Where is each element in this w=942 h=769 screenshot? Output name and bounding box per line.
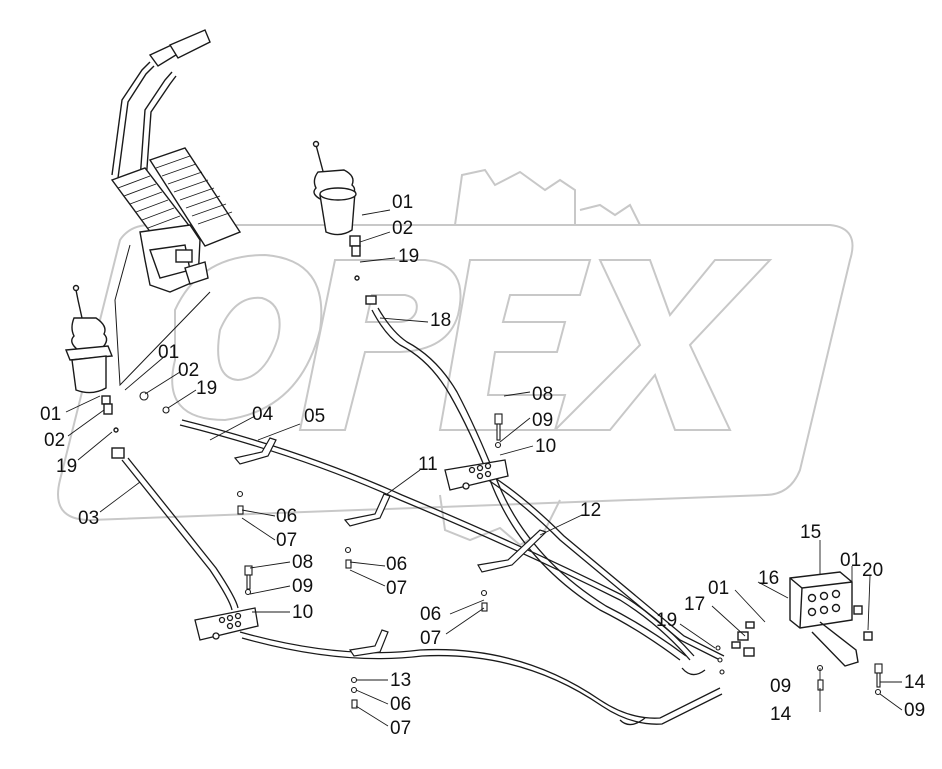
callout-c09b: 09 bbox=[292, 576, 313, 597]
callout-c12: 12 bbox=[580, 500, 601, 521]
callout-c06d: 06 bbox=[390, 694, 411, 715]
callout-c02b: 02 bbox=[178, 360, 199, 381]
callout-c01e: 01 bbox=[708, 578, 729, 599]
callout-c08a: 08 bbox=[532, 384, 553, 405]
callout-c07b: 07 bbox=[386, 578, 407, 599]
callout-c04: 04 bbox=[252, 404, 274, 425]
callout-c01a: 01 bbox=[392, 192, 413, 213]
callout-c09d: 09 bbox=[904, 700, 925, 721]
callout-c14b: 14 bbox=[904, 672, 926, 693]
callout-c20: 20 bbox=[862, 560, 883, 581]
callout-c19b: 19 bbox=[196, 378, 217, 399]
watermark-logo bbox=[57, 168, 854, 547]
callout-labels: 01 02 19 18 01 02 19 04 05 01 02 19 03 0… bbox=[40, 192, 926, 739]
callout-c14a: 14 bbox=[770, 704, 792, 725]
callout-c07a: 07 bbox=[276, 530, 297, 551]
joystick-left bbox=[65, 284, 125, 459]
callout-c06a: 06 bbox=[276, 506, 297, 527]
callout-c03: 03 bbox=[78, 508, 99, 529]
callout-c07c: 07 bbox=[420, 628, 441, 649]
pedal-assembly bbox=[110, 29, 242, 387]
callout-c13: 13 bbox=[390, 670, 411, 691]
callout-c11: 11 bbox=[418, 454, 438, 475]
leader-lines bbox=[65, 209, 903, 727]
callout-c15: 15 bbox=[800, 522, 821, 543]
callout-c09a: 09 bbox=[532, 410, 553, 431]
callout-c10b: 10 bbox=[292, 602, 313, 623]
callout-c10a: 10 bbox=[535, 436, 556, 457]
mounting-blocks bbox=[194, 459, 509, 641]
callout-c01b: 01 bbox=[158, 342, 179, 363]
callout-c19a: 19 bbox=[398, 246, 419, 267]
callout-c02a: 02 bbox=[392, 218, 413, 239]
joystick-center bbox=[312, 140, 377, 305]
callout-c05: 05 bbox=[304, 406, 325, 427]
callout-c19c: 19 bbox=[56, 456, 77, 477]
callout-c08b: 08 bbox=[292, 552, 313, 573]
callout-c01d: 01 bbox=[840, 550, 861, 571]
callout-c02c: 02 bbox=[44, 430, 65, 451]
callout-c07d: 07 bbox=[390, 718, 411, 739]
callout-c16: 16 bbox=[758, 568, 779, 589]
callout-c09c: 09 bbox=[770, 676, 791, 697]
callout-c18: 18 bbox=[430, 310, 451, 331]
valve-block bbox=[731, 571, 873, 667]
hydraulic-lines bbox=[121, 307, 725, 726]
callout-c06b: 06 bbox=[386, 554, 407, 575]
callout-c01c: 01 bbox=[40, 404, 61, 425]
callout-c17: 17 bbox=[684, 594, 705, 615]
callout-c06c: 06 bbox=[420, 604, 441, 625]
callout-c19d: 19 bbox=[656, 610, 677, 631]
